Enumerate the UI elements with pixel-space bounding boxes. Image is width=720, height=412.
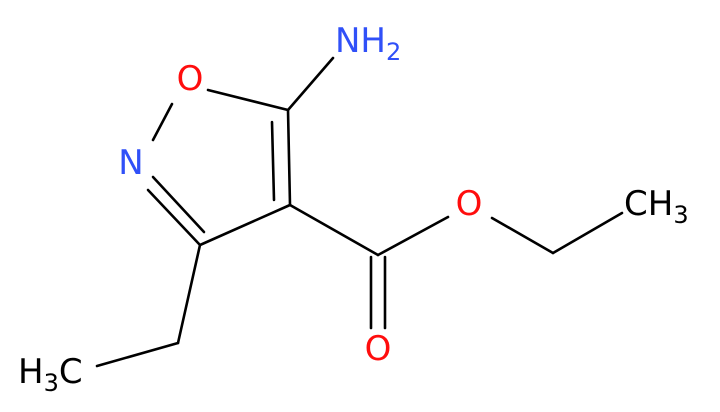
bond-oester-ch2 [490,216,555,255]
bonds [95,56,624,368]
atom-labels: NH2 O N O O CH3 H3C [18,21,689,397]
bond-o1-n2 [151,102,174,142]
bond-o1-c5 [206,88,290,112]
bond-n2-c3-outer [146,188,202,247]
bond-c4-c5-inner [270,120,276,202]
carbonyl-oxygen-label: O [365,329,392,369]
bond-c4-c5-outer [286,108,292,207]
ring-nitrogen-label: N [118,143,143,183]
bond-n2-c3-inner [151,175,206,234]
ester-oxygen-label: O [456,184,483,224]
bond-c5-amino [286,56,335,112]
bond-carbonyl-oester [376,215,450,257]
bond-c4-carbonyl [288,203,380,257]
methyl-right-label: CH3 [624,184,689,229]
bond-c3-c4 [198,203,292,247]
amino-label: NH2 [335,21,401,66]
bond-ch2-ch3-right [551,211,624,255]
ring-oxygen-label: O [177,59,204,99]
methyl-left-label: H3C [18,352,83,397]
bond-ch2-ch3-left [95,341,180,368]
bond-c3-ch2 [176,243,202,345]
